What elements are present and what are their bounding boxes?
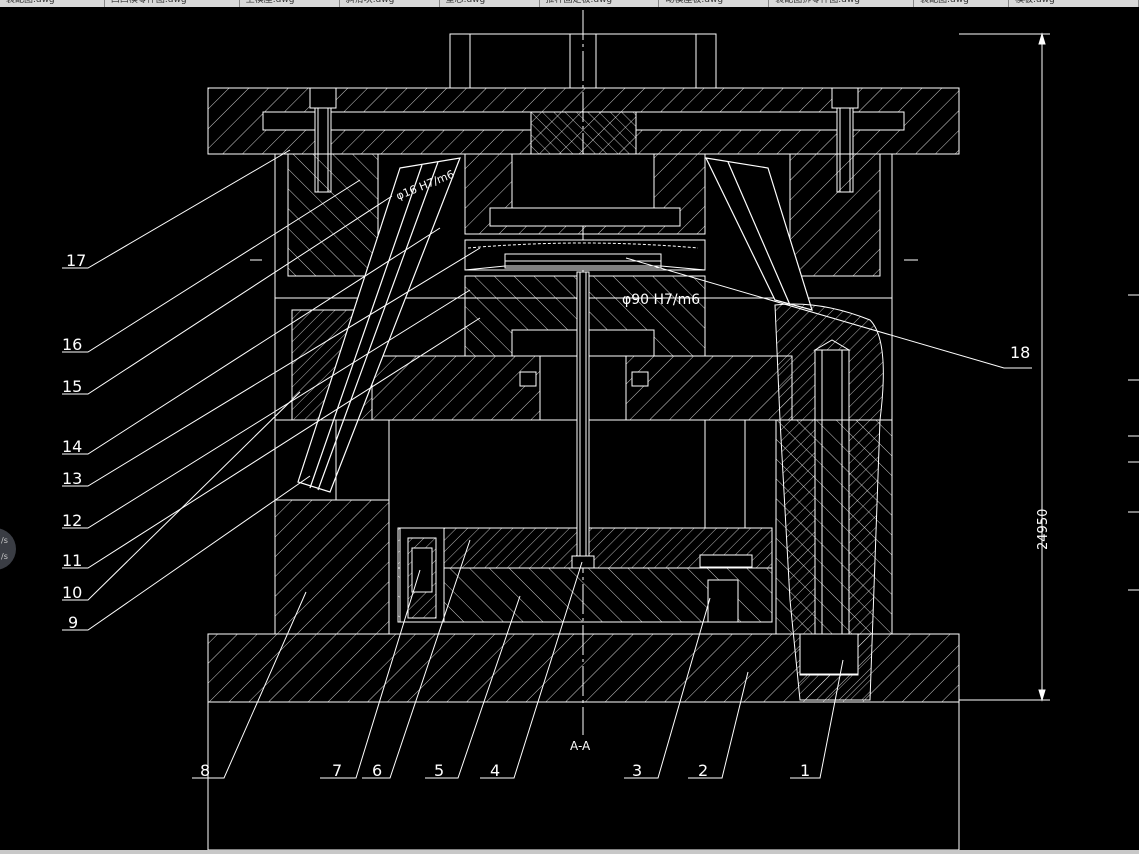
part-label-5: 5 [434, 761, 444, 780]
part-label-13: 13 [62, 469, 82, 488]
overall-height-dimension: 24950 [1036, 509, 1051, 550]
file-tab[interactable]: 型芯.dwg [440, 0, 540, 7]
leader-lines [62, 149, 1032, 779]
part-label-1: 1 [800, 761, 810, 780]
file-tab[interactable]: 斜滑块.dwg [340, 0, 440, 7]
file-tab[interactable]: 装配图拆零件图.dwg [769, 0, 915, 7]
navigation-wheel-widget[interactable]: /s /s [0, 528, 16, 570]
part-label-18: 18 [1010, 343, 1030, 362]
part-label-12: 12 [62, 511, 82, 530]
drawing-canvas[interactable]: 17 16 15 14 13 12 11 10 9 8 7 6 5 4 3 2 … [0, 7, 1139, 850]
file-tab[interactable]: 模板.dwg [1009, 0, 1139, 7]
part-label-11: 11 [62, 551, 82, 570]
nav-widget-text-top: /s [1, 536, 8, 545]
part-label-3: 3 [632, 761, 642, 780]
file-tab[interactable]: 装配图.dwg [0, 0, 105, 7]
file-tab[interactable]: 凸凹模零件图.dwg [105, 0, 240, 7]
part-label-8: 8 [200, 761, 210, 780]
status-bar [0, 850, 1139, 854]
part-label-9: 9 [68, 613, 78, 632]
part-label-17: 17 [66, 251, 86, 270]
nav-widget-text-bottom: /s [1, 552, 8, 561]
part-label-16: 16 [62, 335, 82, 354]
part-label-2: 2 [698, 761, 708, 780]
part-label-10: 10 [62, 583, 82, 602]
part-label-6: 6 [372, 761, 382, 780]
file-tab[interactable]: 动模座板.dwg [659, 0, 770, 7]
file-tab[interactable]: 装配图.dwg [914, 0, 1010, 7]
part-label-15: 15 [62, 377, 82, 396]
bore-fit-note-large: φ90 H7/m6 [622, 292, 700, 308]
file-tab[interactable]: 推杆固定板.dwg [540, 0, 660, 7]
mold-assembly-drawing [207, 10, 1139, 850]
part-number-labels: 17 16 15 14 13 12 11 10 9 8 7 6 5 4 3 2 … [62, 251, 1030, 780]
file-tab-bar: 装配图.dwg 凸凹模零件图.dwg 上模座.dwg 斜滑块.dwg 型芯.dw… [0, 0, 1139, 7]
part-label-14: 14 [62, 437, 82, 456]
section-label: A-A [570, 739, 591, 753]
file-tab[interactable]: 上模座.dwg [240, 0, 340, 7]
part-label-7: 7 [332, 761, 342, 780]
part-label-4: 4 [490, 761, 500, 780]
